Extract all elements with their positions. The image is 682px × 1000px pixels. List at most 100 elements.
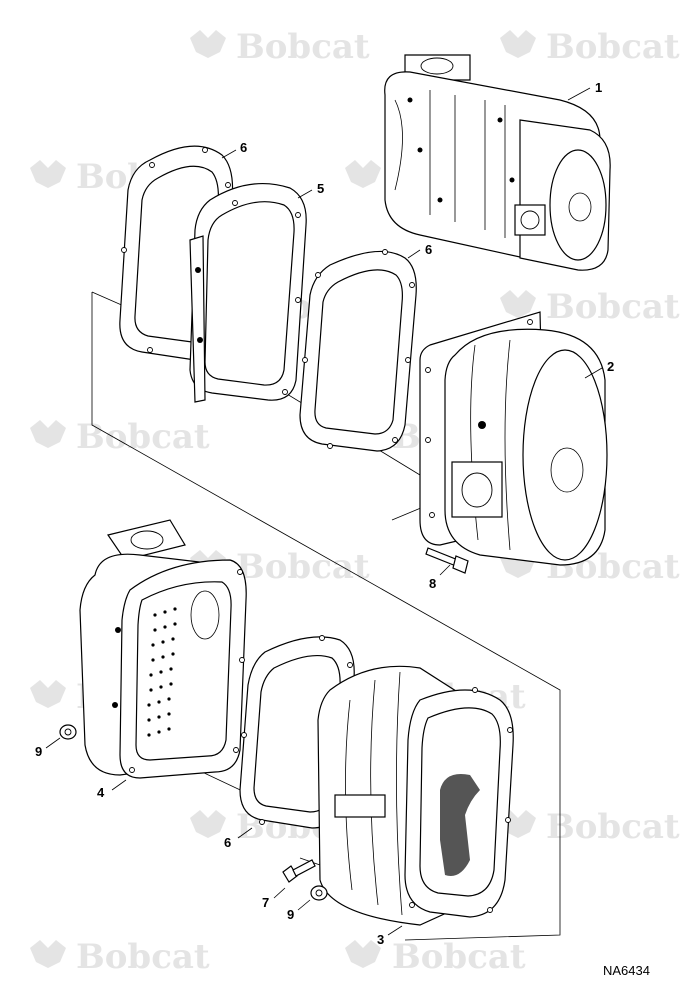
- ring-inner: [204, 201, 295, 386]
- bolt-hole: [487, 907, 493, 913]
- bolt-hole: [315, 272, 321, 278]
- leader-line: [439, 564, 451, 576]
- bobcat-logo-icon: [190, 30, 226, 58]
- bobcat-logo-icon: [345, 160, 381, 188]
- bolt-hole: [505, 817, 511, 823]
- callout-1: 1: [595, 80, 602, 95]
- perforated-panel: [147, 607, 177, 737]
- bolt-hole: [347, 662, 353, 668]
- bolt: [195, 267, 201, 273]
- bolt-head: [452, 555, 469, 574]
- assembly-end-cap: [549, 149, 607, 261]
- bolt-hole: [149, 162, 155, 168]
- bolt-hole: [472, 687, 478, 693]
- callout-9-lower: 9: [287, 907, 294, 922]
- bolt-hole: [129, 767, 135, 773]
- leader-line: [297, 899, 311, 911]
- leader-line: [221, 149, 237, 159]
- end-cap-ring: [550, 447, 584, 493]
- housing-face: [135, 581, 232, 761]
- leader-line: [584, 367, 603, 379]
- watermark: Bobcat: [345, 937, 526, 977]
- bolt-hole: [429, 512, 435, 518]
- bolt-hole: [225, 182, 231, 188]
- contour-line: [394, 99, 403, 191]
- bolt-hole: [409, 902, 415, 908]
- bolt-hole: [202, 147, 208, 153]
- bobcat-logo-icon: [500, 30, 536, 58]
- leader-line: [297, 189, 313, 199]
- ring-flange-side: [189, 235, 206, 403]
- bolt-hole: [237, 569, 243, 575]
- catalyst-mesh: [440, 774, 480, 876]
- bobcat-logo-icon: [500, 290, 536, 318]
- nut-bore: [315, 889, 323, 897]
- bolt-hole: [392, 437, 398, 443]
- watermark: Bobcat: [500, 807, 680, 847]
- watermark-text: Bobcat: [236, 27, 370, 67]
- bolt: [407, 97, 413, 103]
- watermark-text: Bobcat: [76, 417, 210, 457]
- dpf-assembly-part-1: [384, 54, 611, 271]
- bolt-hole: [233, 747, 239, 753]
- callout-labels: 1 6 5 6 2 8 9 4 6 7 9 3: [35, 80, 614, 947]
- sensor-boss: [478, 421, 486, 429]
- callout-9-left: 9: [35, 744, 42, 759]
- bolt-hole: [409, 282, 415, 288]
- bolt-hole: [295, 212, 301, 218]
- bolt-hole: [147, 347, 153, 353]
- bolt-hole: [425, 437, 431, 443]
- leader-line: [273, 887, 286, 899]
- mounting-ring-part-5: [189, 183, 307, 403]
- inlet-port: [420, 57, 454, 75]
- bolt-hole: [527, 319, 533, 325]
- callout-7: 7: [262, 895, 269, 910]
- callout-5: 5: [317, 181, 324, 196]
- watermark: Bobcat: [190, 27, 370, 67]
- bobcat-logo-icon: [30, 420, 66, 448]
- bolt-shank: [425, 547, 459, 567]
- housing-opening: [190, 590, 220, 640]
- watermark: Bobcat: [500, 287, 680, 327]
- watermark: Bobcat: [30, 417, 210, 457]
- leader-line: [387, 925, 403, 936]
- callout-6-lower: 6: [224, 835, 231, 850]
- bolt-hole: [425, 367, 431, 373]
- assembly-outline: [91, 292, 561, 941]
- nut-part-9-lower: [310, 885, 328, 901]
- bolt-hole: [405, 357, 411, 363]
- bolt-hole: [241, 732, 247, 738]
- bolt-hole: [382, 249, 388, 255]
- bobcat-logo-icon: [30, 680, 66, 708]
- leader-line: [237, 827, 253, 839]
- doc-inlet-housing-part-4: [79, 519, 247, 779]
- bolt-part-7: [282, 859, 316, 883]
- leader-line: [567, 87, 591, 101]
- bolt-hole: [239, 657, 245, 663]
- bolt: [417, 147, 423, 153]
- bolt-part-8: [425, 547, 469, 574]
- bolt-hole: [507, 727, 513, 733]
- bobcat-logo-icon: [190, 810, 226, 838]
- bolt-hole: [302, 357, 308, 363]
- bobcat-logo-icon: [30, 940, 66, 968]
- bolt: [112, 702, 118, 708]
- bolt: [437, 197, 443, 203]
- callout-3: 3: [377, 932, 384, 947]
- bolt-hole: [232, 200, 238, 206]
- catalyst-bracket: [334, 794, 386, 818]
- callout-leaders: [45, 87, 603, 936]
- watermark: Bobcat: [500, 27, 680, 67]
- dpf-filter-part-2: [419, 311, 608, 566]
- bolt: [497, 117, 503, 123]
- watermark-text: Bobcat: [392, 937, 526, 977]
- callout-6-upper: 6: [240, 140, 247, 155]
- callout-6-middle: 6: [425, 242, 432, 257]
- catalyst-band-lines: [345, 671, 403, 916]
- outlet-port: [461, 472, 493, 508]
- watermark: Bobcat: [30, 937, 210, 977]
- reference-code: NA6434: [603, 963, 650, 978]
- callout-2: 2: [607, 359, 614, 374]
- callout-4: 4: [97, 785, 105, 800]
